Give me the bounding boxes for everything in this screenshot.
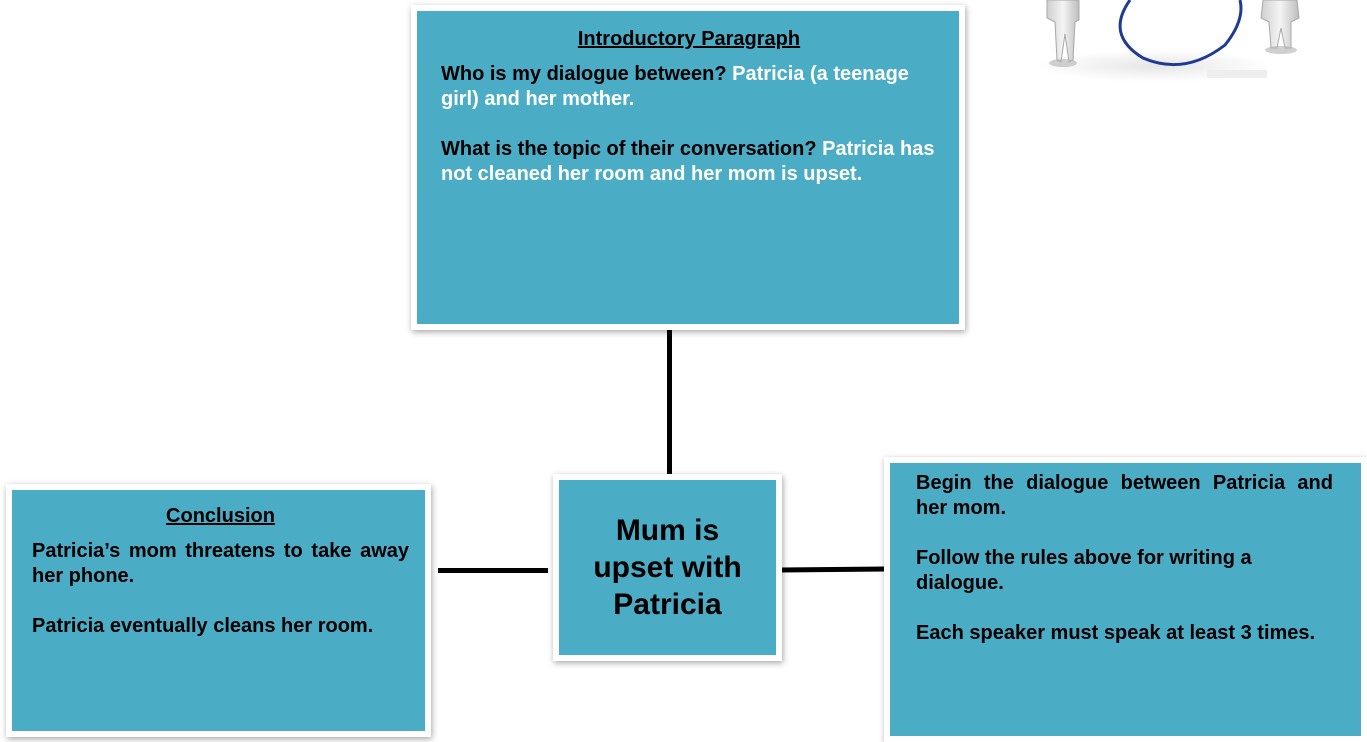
connector-conclusion-center [438, 568, 548, 573]
connector-intro-center [667, 328, 672, 474]
body-instruction-3: Each speaker must speak at least 3 times… [916, 622, 1316, 644]
intro-question-topic: What is the topic of their conversation?… [441, 137, 937, 187]
intro-q2: What is the topic of their conversation? [441, 138, 817, 160]
conclusion-point-2: Patricia eventually cleans her room. [32, 615, 374, 637]
body-instruction-2: Follow the rules above for writing a dia… [916, 547, 1252, 594]
central-topic-line-1: Mum is [615, 514, 720, 547]
two-figures-speech-bubble-icon [1035, 0, 1335, 85]
central-topic-box: Mum is upset with Patricia [553, 474, 782, 661]
intro-a2: Patricia has not cleaned her room and he… [441, 138, 935, 185]
intro-a1: Patricia (a teenage girl) and her mother… [441, 63, 909, 110]
dialogue-body-box: Begin the dialogue between Patricia and … [884, 457, 1367, 742]
conclusion-heading: Conclusion [166, 505, 275, 527]
conclusion-box: Conclusion Patricia’s mom threatens to t… [6, 484, 431, 737]
intro-heading: Introductory Paragraph [577, 28, 801, 50]
conclusion-point-1: Patricia’s mom threatens to take away he… [32, 540, 409, 587]
body-instruction-1: Begin the dialogue between Patricia and … [916, 472, 1333, 519]
intro-paragraph-box: Introductory Paragraph Who is my dialogu… [411, 5, 965, 330]
connector-center-body [779, 566, 887, 573]
central-topic-text: Mum is upset with Patricia [593, 512, 741, 623]
intro-q1: Who is my dialogue between? [441, 63, 727, 85]
intro-question-participants: Who is my dialogue between? Patricia (a … [441, 62, 937, 112]
central-topic-line-3: Patricia [613, 588, 722, 621]
central-topic-line-2: upset with [593, 551, 742, 584]
